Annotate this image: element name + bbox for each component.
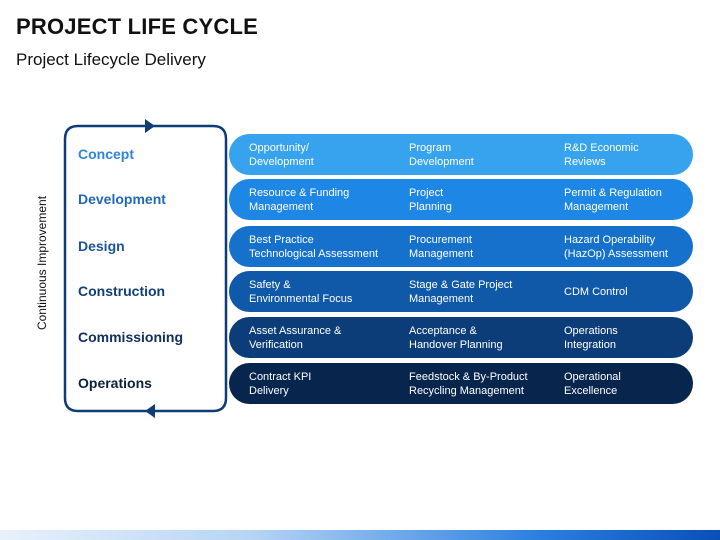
stage-item-line: Feedstock & By-Product: [409, 370, 528, 383]
stage-item: Hazard Operability(HazOp) Assessment: [564, 233, 668, 261]
stage-item-line: Management: [564, 200, 629, 213]
stage-item-line: Excellence: [564, 384, 618, 397]
cycle-loop-path: [63, 124, 228, 413]
stage-item-line: Verification: [249, 338, 303, 351]
footer-band: [0, 530, 720, 540]
stage-item-line: Environmental Focus: [249, 292, 353, 305]
stage-bar-construction: Safety &Environmental Focus Stage & Gate …: [229, 271, 693, 312]
stage-item: CDM Control: [564, 285, 628, 299]
stage-label-design: Design: [78, 238, 125, 254]
stage-label-concept: Concept: [78, 146, 134, 162]
stage-item-line: Management: [409, 292, 474, 305]
stage-item-line: Procurement: [409, 233, 472, 246]
stage-item: Asset Assurance &Verification: [249, 324, 341, 352]
stage-item-line: Hazard Operability: [564, 233, 656, 246]
arrow-right-icon: [145, 119, 155, 133]
stage-item-line: Acceptance &: [409, 324, 477, 337]
arrow-left-icon: [145, 404, 155, 418]
stage-item-line: Development: [249, 155, 314, 168]
stage-item-line: Recycling Management: [409, 384, 524, 397]
stage-item-line: Management: [249, 200, 314, 213]
stage-item: Opportunity/Development: [249, 141, 314, 169]
stage-item-line: Permit & Regulation: [564, 186, 662, 199]
stage-item-line: (HazOp) Assessment: [564, 247, 668, 260]
stage-item-line: Reviews: [564, 155, 606, 168]
stage-label-construction: Construction: [78, 283, 166, 299]
stage-item-line: CDM Control: [564, 285, 628, 298]
stage-item-line: Delivery: [249, 384, 289, 397]
stage-item-line: Development: [409, 155, 474, 168]
stage-label-development: Development: [78, 191, 166, 207]
stage-item-line: Program: [409, 141, 452, 154]
stage-item-line: R&D Economic: [564, 141, 639, 154]
stage-item: Safety &Environmental Focus: [249, 278, 352, 306]
continuous-improvement-label: Continuous Improvement: [35, 195, 49, 331]
stage-item-line: Planning: [409, 200, 452, 213]
stage-item-line: Management: [409, 247, 474, 260]
stage-bar-commissioning: Asset Assurance &Verification Acceptance …: [229, 317, 693, 358]
stage-item-line: Handover Planning: [409, 338, 503, 351]
stage-item-line: Opportunity/: [249, 141, 309, 154]
stage-item-line: Contract KPI: [249, 370, 312, 383]
stage-item-line: Stage & Gate Project: [409, 278, 513, 291]
stage-item-line: Resource & Funding: [249, 186, 350, 199]
stage-item-line: Operational: [564, 370, 621, 383]
slide-subtitle: Project Lifecycle Delivery: [16, 50, 206, 69]
stage-label-commissioning: Commissioning: [78, 329, 184, 345]
stage-item-line: Project: [409, 186, 444, 199]
stage-item: Acceptance &Handover Planning: [409, 324, 503, 352]
stage-item-line: Asset Assurance &: [249, 324, 342, 337]
stage-item-line: Best Practice: [249, 233, 314, 246]
stage-item-line: Operations: [564, 324, 618, 337]
stage-item-line: Technological Assessment: [249, 247, 379, 260]
stage-item-line: Integration: [564, 338, 616, 351]
stage-label-operations: Operations: [78, 375, 152, 391]
slide-title: PROJECT LIFE CYCLE: [16, 14, 258, 39]
stage-item-line: Safety &: [249, 278, 291, 291]
